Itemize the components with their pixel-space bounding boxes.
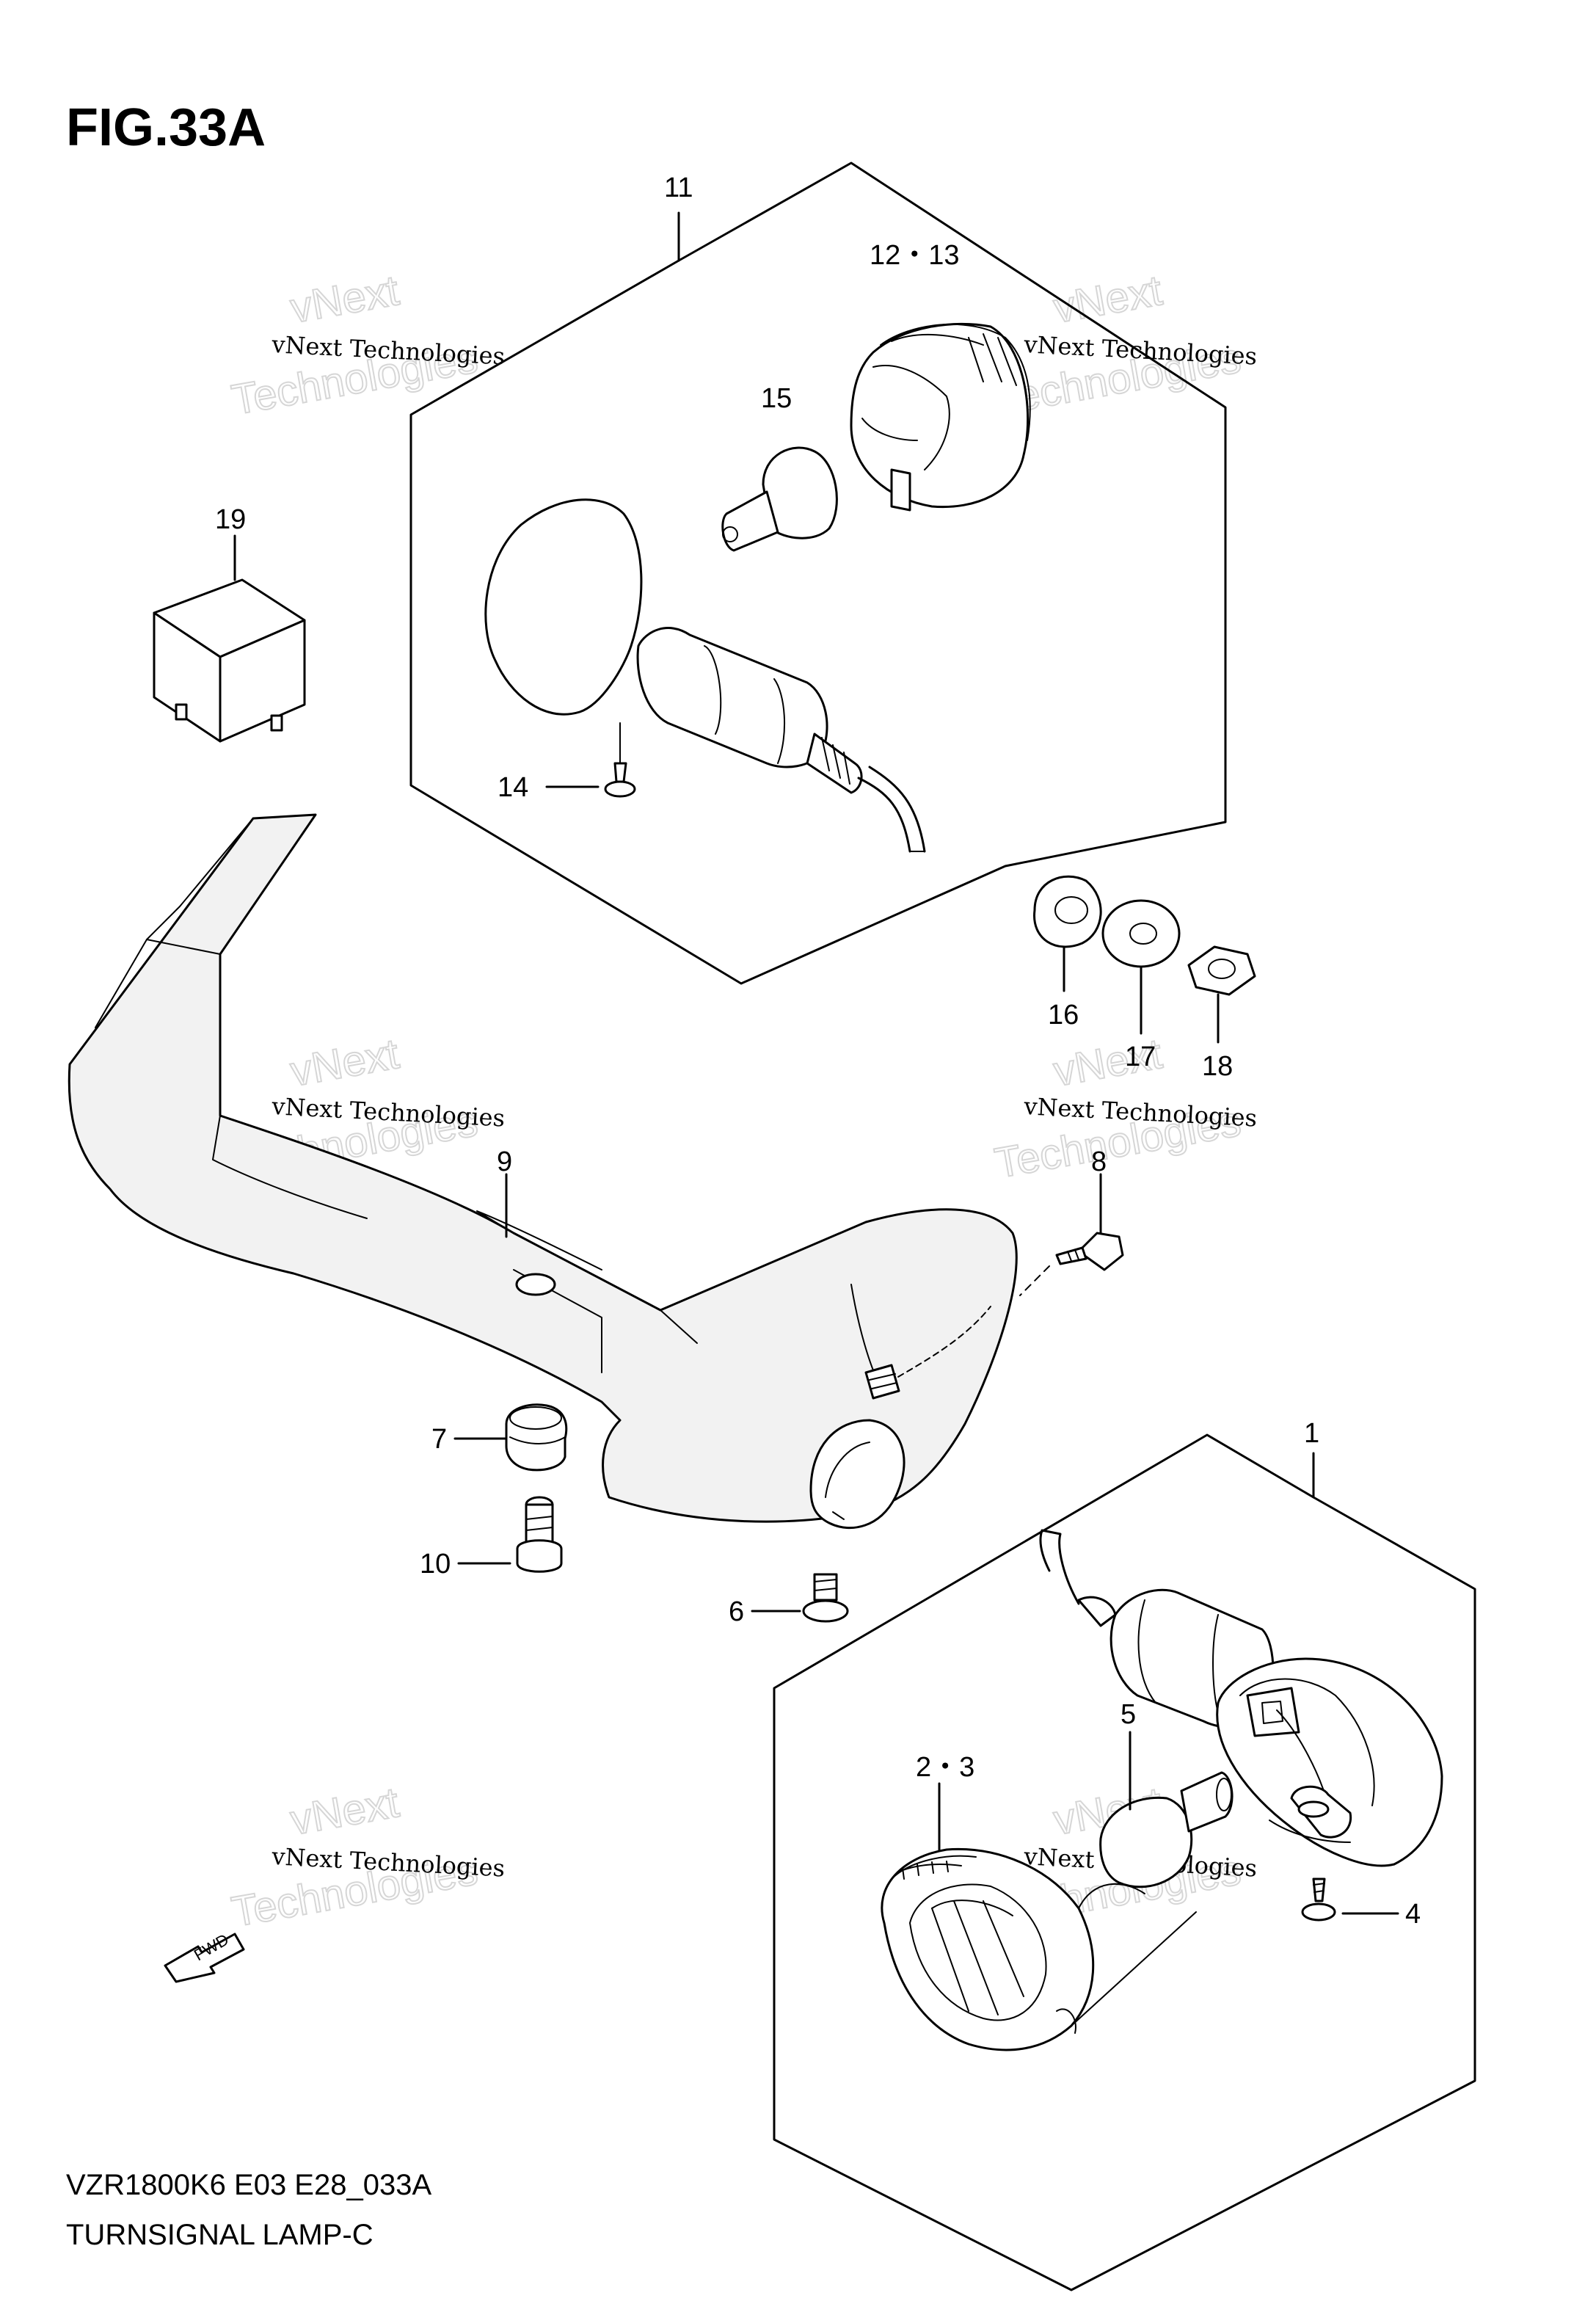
screw-6 bbox=[802, 1573, 849, 1623]
grommet-7 bbox=[505, 1403, 568, 1472]
callout-12-13: 12・13 bbox=[870, 240, 960, 271]
watermark-word: vNext bbox=[1050, 266, 1165, 332]
relay-19 bbox=[153, 578, 306, 743]
callout-1: 1 bbox=[1304, 1418, 1319, 1449]
watermark-mid-left: vNext Technologies vNext Technologies bbox=[227, 1029, 506, 1188]
callout-9: 9 bbox=[497, 1146, 512, 1177]
screw-14 bbox=[604, 722, 636, 798]
figure-title: FIG.33A bbox=[66, 98, 266, 157]
model-code: VZR1800K6 E03 E28_033A bbox=[66, 2169, 431, 2201]
assembly-outline-upper bbox=[409, 161, 1227, 985]
lens-cap-upper bbox=[850, 322, 1031, 512]
watermark-word: vNext bbox=[287, 266, 402, 332]
bulb-upper bbox=[721, 446, 838, 552]
washer-17 bbox=[1101, 899, 1181, 968]
watermark-bottom-left: vNext Technologies vNext Technologies bbox=[227, 1778, 506, 1937]
callout-7: 7 bbox=[431, 1424, 447, 1455]
screw-4 bbox=[1301, 1877, 1336, 1922]
lens-cap-lower bbox=[881, 1847, 1197, 2051]
callout-6: 6 bbox=[729, 1596, 744, 1627]
lamp-housing-lower bbox=[1039, 1529, 1443, 1867]
callout-14: 14 bbox=[498, 772, 528, 803]
callout-8: 8 bbox=[1091, 1146, 1107, 1177]
assembly-outline-lower bbox=[773, 1433, 1476, 2291]
forward-arrow-icon: FWD bbox=[164, 1930, 245, 1983]
watermark-top-left: vNext Technologies vNext Technologies bbox=[227, 266, 506, 425]
washer-16 bbox=[1033, 875, 1102, 948]
bulb-lower bbox=[1099, 1771, 1234, 1889]
lamp-housing-upper bbox=[484, 498, 926, 853]
figure-caption: TURNSIGNAL LAMP-C bbox=[66, 2219, 374, 2251]
bracket-9 bbox=[68, 813, 1018, 1530]
callout-5: 5 bbox=[1121, 1699, 1136, 1730]
callout-4: 4 bbox=[1405, 1899, 1421, 1930]
screw-8 bbox=[1055, 1232, 1124, 1271]
callout-15: 15 bbox=[761, 383, 792, 414]
bolt-10 bbox=[516, 1496, 563, 1573]
callout-18: 18 bbox=[1202, 1051, 1233, 1082]
watermark-top-right: vNext Technologies vNext Technologies bbox=[991, 266, 1258, 425]
callout-16: 16 bbox=[1048, 1000, 1079, 1030]
callout-19: 19 bbox=[215, 504, 246, 535]
callout-11: 11 bbox=[664, 172, 693, 203]
callout-17: 17 bbox=[1125, 1042, 1156, 1072]
nut-18 bbox=[1187, 945, 1256, 996]
assembly-guide-8 bbox=[1019, 1265, 1050, 1296]
callout-2-3: 2・3 bbox=[916, 1752, 974, 1783]
callout-10: 10 bbox=[420, 1549, 451, 1579]
watermark-word: vNext bbox=[287, 1778, 402, 1844]
watermark-word: vNext bbox=[287, 1030, 402, 1096]
